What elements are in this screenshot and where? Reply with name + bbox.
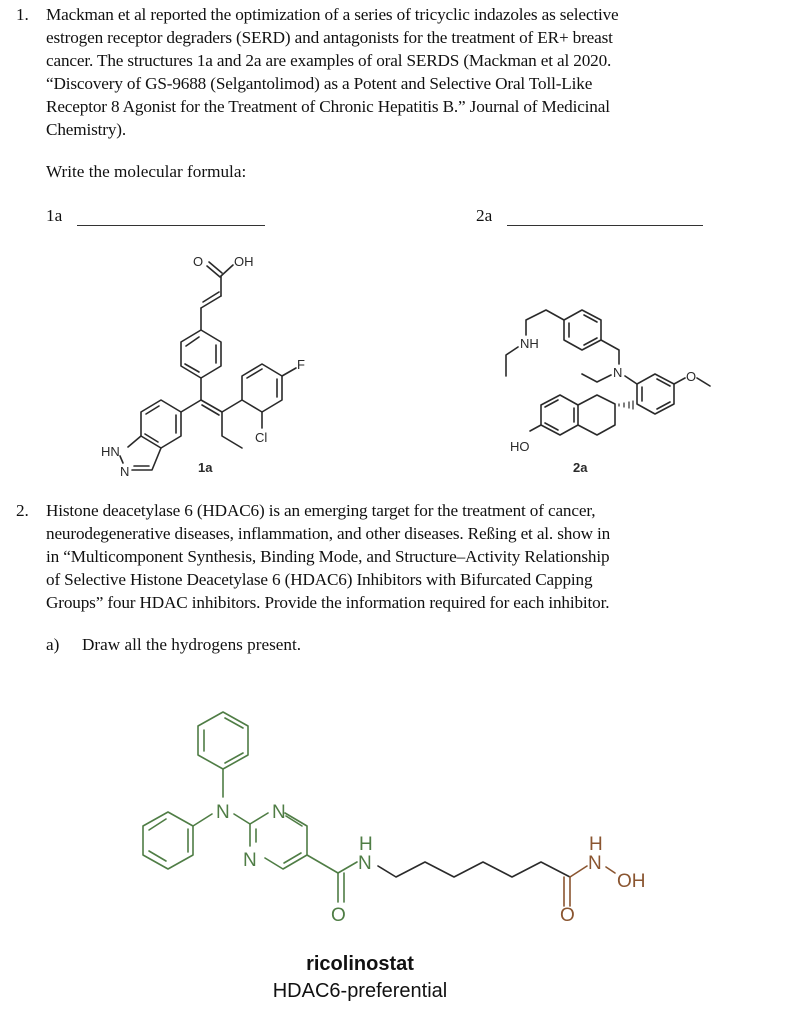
text-line: in “Multicomponent Synthesis, Binding Mo… bbox=[46, 547, 610, 566]
question-2-number: 2. bbox=[16, 501, 29, 520]
text-line: Receptor 8 Agonist for the Treatment of … bbox=[46, 97, 610, 116]
answer-label-1a: 1a bbox=[46, 206, 63, 225]
atom-n: N bbox=[120, 464, 129, 479]
atom-ho: HO bbox=[510, 439, 530, 454]
atom-h-amide: H bbox=[359, 834, 373, 855]
atom-o-hydroxamate: O bbox=[560, 905, 575, 926]
atom-n-amide: N bbox=[358, 853, 372, 874]
atom-o: O bbox=[193, 254, 203, 269]
answer-field-2a[interactable] bbox=[507, 225, 703, 226]
atom-n-pyrimidine-2: N bbox=[243, 850, 257, 871]
question-1-number: 1. bbox=[16, 5, 29, 24]
atom-n-hydroxamate: N bbox=[588, 853, 602, 874]
subpart-a-text: Draw all the hydrogens present. bbox=[82, 635, 302, 654]
atom-f: F bbox=[297, 357, 305, 372]
structure-name: ricolinostat bbox=[306, 953, 414, 975]
text-line: Mackman et al reported the optimization … bbox=[46, 5, 619, 24]
question-1-text: Mackman et al reported the optimization … bbox=[46, 3, 786, 141]
text-line: estrogen receptor degraders (SERD) and a… bbox=[46, 28, 613, 47]
atom-o: O bbox=[686, 369, 696, 384]
question-1: 1. Mackman et al reported the optimizati… bbox=[0, 3, 792, 143]
formula-prompt: Write the molecular formula: bbox=[46, 162, 247, 181]
atom-nh: NH bbox=[520, 336, 539, 351]
compound-label-1a: 1a bbox=[198, 460, 213, 475]
atom-n: N bbox=[613, 365, 622, 380]
atom-n-amine: N bbox=[216, 802, 230, 823]
atom-h-hydroxamate: H bbox=[589, 834, 603, 855]
text-line: Groups” four HDAC inhibitors. Provide th… bbox=[46, 593, 610, 612]
text-line: neurodegenerative diseases, inflammation… bbox=[46, 524, 611, 543]
question-2-text: Histone deacetylase 6 (HDAC6) is an emer… bbox=[46, 499, 786, 614]
answer-field-1a[interactable] bbox=[77, 225, 265, 226]
atom-cl: Cl bbox=[255, 430, 267, 445]
subpart-a-label: a) bbox=[46, 635, 60, 654]
atom-hn: HN bbox=[101, 444, 120, 459]
text-line: Chemistry). bbox=[46, 120, 126, 139]
atom-oh: OH bbox=[617, 871, 646, 892]
atom-o-amide: O bbox=[331, 905, 346, 926]
atom-n-pyrimidine-1: N bbox=[272, 802, 286, 823]
text-line: of Selective Histone Deacetylase 6 (HDAC… bbox=[46, 570, 593, 589]
text-line: Histone deacetylase 6 (HDAC6) is an emer… bbox=[46, 501, 596, 520]
atom-oh: OH bbox=[234, 254, 254, 269]
answer-label-2a: 2a bbox=[476, 206, 493, 225]
compound-label-2a: 2a bbox=[573, 460, 588, 475]
text-line: cancer. The structures 1a and 2a are exa… bbox=[46, 51, 612, 70]
structure-subtitle: HDAC6-preferential bbox=[272, 980, 448, 1002]
question-2: 2. Histone deacetylase 6 (HDAC6) is an e… bbox=[0, 499, 792, 619]
text-line: “Discovery of GS-9688 (Selgantolimod) as… bbox=[46, 74, 593, 93]
